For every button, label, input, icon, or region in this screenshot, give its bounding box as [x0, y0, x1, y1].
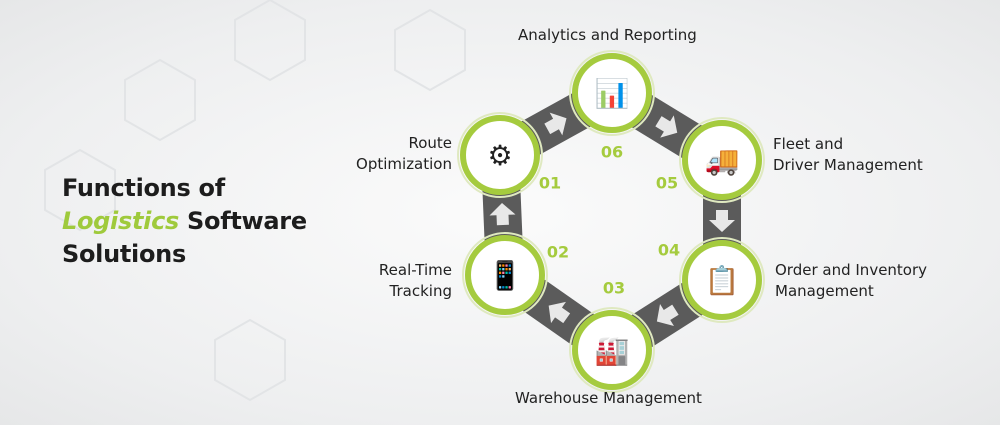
step-number-02: 02	[546, 242, 570, 262]
title-line-2: Software	[178, 207, 307, 235]
arrow-icon	[548, 301, 571, 324]
step-node-03: 🏭	[569, 307, 655, 393]
arrow-icon	[655, 115, 678, 138]
phone-location-icon: 📱	[488, 259, 523, 292]
title-line-3: Solutions	[62, 240, 186, 268]
step-number-03: 03	[602, 278, 626, 298]
step-circle	[460, 115, 540, 195]
step-node-02: 📱	[462, 232, 548, 318]
step-number-05: 05	[655, 173, 679, 193]
inventory-clipboard-icon: 📋	[705, 264, 740, 297]
arrow-icon	[709, 210, 735, 232]
step-number-06: 06	[600, 142, 624, 162]
arrow-icon	[544, 112, 567, 136]
title-highlight: Logistics	[62, 207, 179, 235]
label-warehouse-management: Warehouse Management	[515, 389, 702, 407]
label-analytics-reporting: Analytics and Reporting	[518, 26, 697, 44]
arrow-icon	[489, 203, 516, 226]
step-node-05: 🚚	[679, 117, 765, 203]
title-line-1: Functions of	[62, 174, 225, 202]
flow-arrow	[482, 184, 523, 246]
step-number-01: 01	[538, 173, 562, 193]
step-node-06: 📊	[569, 50, 655, 136]
step-circle	[572, 310, 652, 390]
step-circle	[465, 235, 545, 315]
flow-arrow	[703, 190, 741, 250]
step-number-04: 04	[657, 240, 681, 260]
route-roundabout-icon: ⚙	[487, 139, 512, 172]
arrow-icon	[656, 304, 679, 326]
truck-gear-icon: 🚚	[705, 144, 740, 177]
background-hexagons	[44, 0, 466, 402]
step-circle	[572, 53, 652, 133]
page-title: Functions of Logistics Software Solution…	[62, 172, 307, 271]
step-circle	[682, 120, 762, 200]
analytics-report-icon: 📊	[595, 77, 630, 110]
step-circle	[682, 240, 762, 320]
step-node-04: 📋	[679, 237, 765, 323]
warehouse-icon: 🏭	[595, 334, 630, 367]
step-node-01: ⚙	[457, 112, 543, 198]
